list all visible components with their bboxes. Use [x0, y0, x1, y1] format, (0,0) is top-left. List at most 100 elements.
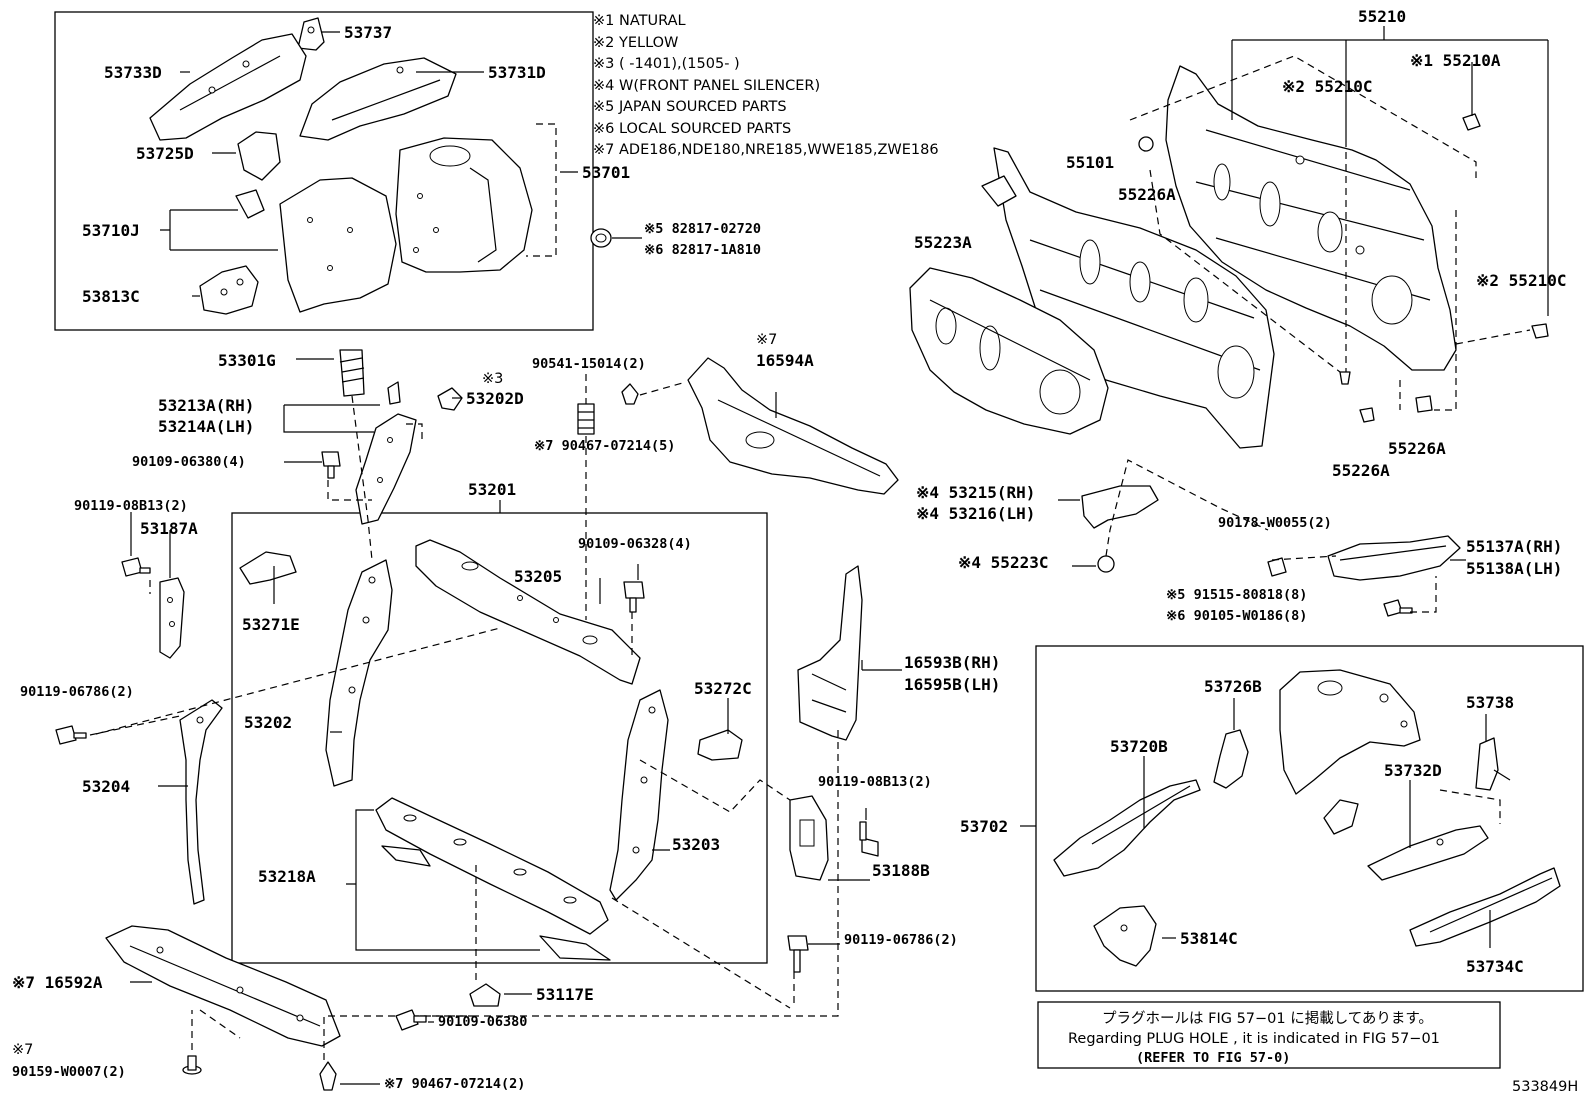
label-82817-1A810: ※6 82817-1A810	[644, 242, 761, 258]
label-16595B: 16595B(LH)	[904, 675, 1000, 694]
bolt-90119-a-drawing	[121, 557, 151, 577]
part-53204-drawing	[179, 699, 223, 905]
label-55226A-bottom: 55226A	[1332, 461, 1390, 480]
top-left-group-frame	[54, 11, 594, 331]
label-53214A: 53214A(LH)	[158, 417, 254, 436]
note-2: ※2 YELLOW	[593, 35, 678, 51]
label-16594A: 16594A	[756, 351, 814, 370]
label-53203: 53203	[672, 835, 720, 854]
label-53201: 53201	[468, 480, 516, 499]
label-53738: 53738	[1466, 693, 1514, 712]
label-53710J: 53710J	[82, 221, 140, 240]
part-53725D-drawing	[237, 131, 281, 181]
label-53271E: 53271E	[242, 615, 300, 634]
bolt-90109-b-drawing	[623, 581, 645, 613]
part-53726B-drawing	[1213, 729, 1249, 789]
label-55210: 55210	[1358, 7, 1406, 26]
label-53205: 53205	[514, 567, 562, 586]
bolt-90109-a-drawing	[321, 451, 341, 479]
label-53813C: 53813C	[82, 287, 140, 306]
part-53202D-drawing	[437, 387, 463, 411]
note-3: ※3 ( -1401),(1505- )	[593, 56, 740, 72]
bolt-90541-drawing	[577, 403, 595, 435]
note-6: ※6 LOCAL SOURCED PARTS	[593, 121, 791, 137]
label-53726B: 53726B	[1204, 677, 1262, 696]
part-55223C-drawing	[1097, 555, 1115, 573]
label-53731D: 53731D	[488, 63, 546, 82]
label-53202D: 53202D	[466, 389, 524, 408]
refer-box-frame	[1037, 1001, 1501, 1069]
note-7: ※7 ADE186,NDE180,NRE185,WWE185,ZWE186	[593, 142, 939, 158]
label-53117E: 53117E	[536, 985, 594, 1004]
bolt-90159-drawing	[182, 1055, 202, 1075]
label-53216: ※4 53216(LH)	[916, 504, 1035, 523]
bolt-90119-d-drawing	[787, 935, 809, 973]
bolt-90109-c-drawing	[395, 1009, 427, 1031]
part-55101-drawing	[981, 147, 1275, 449]
label-53814C: 53814C	[1180, 929, 1238, 948]
label-53202: 53202	[244, 713, 292, 732]
label-55210C-right: ※2 55210C	[1476, 271, 1566, 290]
label-53734C: 53734C	[1466, 957, 1524, 976]
part-53732D-drawing	[1367, 825, 1489, 881]
bolt-90178-drawing	[1267, 557, 1287, 577]
label-90109-c: 90109-06380	[438, 1014, 527, 1030]
bolt-91515-drawing	[1383, 599, 1413, 617]
part-53733D-drawing	[149, 33, 307, 141]
label-53272C: 53272C	[694, 679, 752, 698]
label-90119-a: 90119-08B13(2)	[74, 498, 188, 514]
label-55223A: 55223A	[914, 233, 972, 252]
label-55223C: ※4 55223C	[958, 553, 1048, 572]
label-16592A: ※7 16592A	[12, 973, 103, 992]
label-82817-02720: ※5 82817-02720	[644, 221, 761, 237]
label-90467-a: ※7 90467-07214(5)	[534, 438, 675, 454]
part-53738-drawing	[1475, 737, 1511, 791]
part-53702-small-drawing	[1323, 799, 1359, 835]
clips-55210-drawing	[1138, 113, 1549, 423]
part-labels: 53737 53733D 53731D 53725D 53701 53710J …	[12, 7, 1566, 1092]
notes-legend: ※1 NATURAL ※2 YELLOW ※3 ( -1401),(1505- …	[593, 13, 939, 158]
part-53271E-drawing	[239, 551, 297, 585]
part-53188B-drawing	[789, 795, 829, 881]
label-55210A: ※1 55210A	[1410, 51, 1501, 70]
part-16593B-drawing	[797, 565, 863, 741]
label-53732D: 53732D	[1384, 761, 1442, 780]
label-55226A-right: 55226A	[1388, 439, 1446, 458]
label-90119-d: 90119-06786(2)	[844, 932, 958, 948]
part-16594A-drawing	[687, 357, 899, 495]
label-90159: 90159-W0007(2)	[12, 1064, 126, 1080]
part-53731D-drawing	[299, 57, 457, 141]
label-90541: 90541-15014(2)	[532, 356, 646, 372]
bolt-90119-c-drawing	[859, 821, 879, 857]
part-53814C-drawing	[1093, 905, 1157, 967]
label-53215: ※4 53215(RH)	[916, 483, 1035, 502]
refer-box: プラグホールは FIG 57−01 に掲載してあります。 Regarding P…	[1068, 1010, 1440, 1066]
label-53218A: 53218A	[258, 867, 316, 886]
label-90119-b: 90119-06786(2)	[20, 684, 134, 700]
bottom-right-group-frame	[1035, 645, 1584, 992]
label-91515: ※5 91515-80818(8)	[1166, 587, 1307, 603]
refer-line-fig: (REFER TO FIG 57-0)	[1136, 1050, 1290, 1066]
part-55223A-drawing	[909, 267, 1109, 435]
part-55210-drawing	[1165, 65, 1457, 371]
label-53720B: 53720B	[1110, 737, 1168, 756]
note-5: ※5 JAPAN SOURCED PARTS	[593, 99, 787, 115]
part-53187A-drawing	[159, 577, 185, 659]
part-53202-drawing	[325, 559, 393, 787]
bolt-90119-b-drawing	[55, 725, 87, 745]
label-55138A: 55138A(LH)	[1466, 559, 1562, 578]
label-90178: 90178-W0055(2)	[1218, 515, 1332, 531]
part-53720B-drawing	[1053, 779, 1201, 877]
part-16592A-drawing	[105, 925, 341, 1047]
part-53213A-drawing	[355, 381, 417, 525]
label-55137A: 55137A(RH)	[1466, 537, 1562, 556]
note-4: ※4 W(FRONT PANEL SILENCER)	[593, 78, 820, 94]
label-53202D-note: ※3	[482, 371, 503, 387]
part-53117E-drawing	[469, 983, 501, 1007]
label-53204: 53204	[82, 777, 130, 796]
label-53188B: 53188B	[872, 861, 930, 880]
part-82817-drawing	[590, 228, 612, 248]
label-53213A: 53213A(RH)	[158, 396, 254, 415]
part-55137A-drawing	[1327, 535, 1461, 581]
